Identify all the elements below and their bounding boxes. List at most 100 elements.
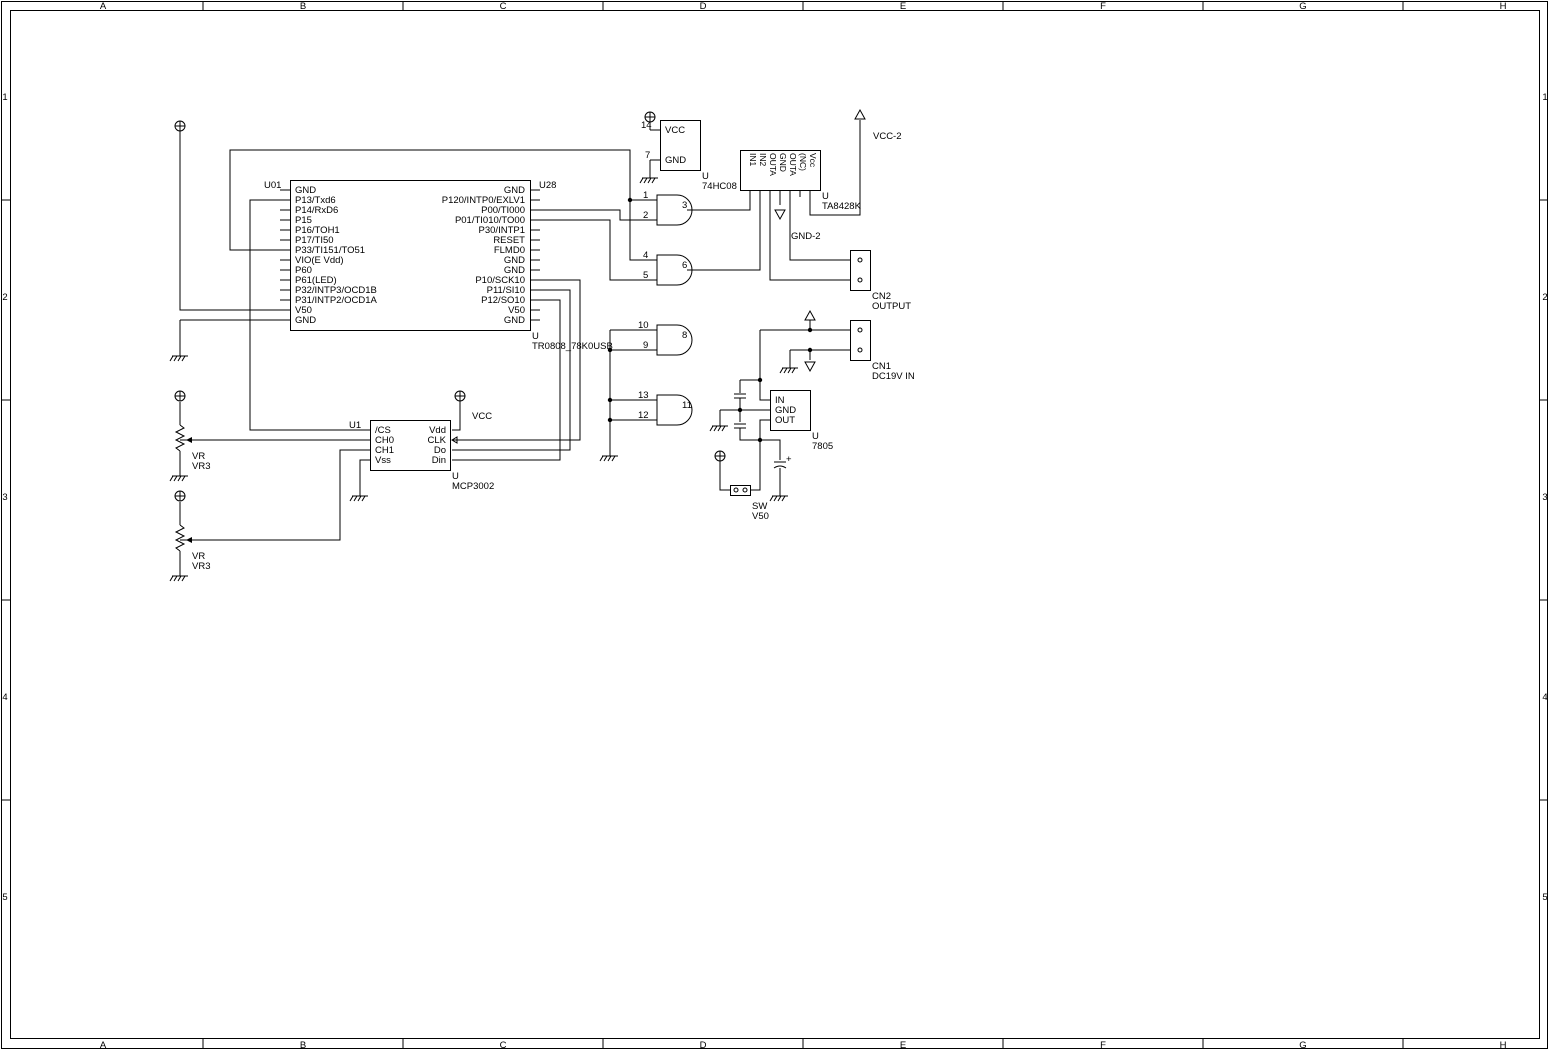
mcu-pin-label: P60 [295,265,312,276]
mcu-pin-label: P31/INTP2/OCD1A [295,295,377,306]
wire [530,219,657,281]
gate-pin-8: 8 [682,330,687,341]
gate-pin-3: 3 [682,200,687,211]
switch-sw[interactable]: SW V50 [730,485,769,523]
reg-pin-gnd: GND [775,405,796,416]
mcu-pin-label: P13/Txd6 [295,195,336,206]
adc-pin-label: CH0 [375,435,394,446]
mcu-part-value: TR0808_78K0USB [532,341,613,352]
adc-vcc-label: VCC [472,411,492,422]
frame-row-left: 1 [2,92,7,103]
sw-ref: SW [752,501,767,512]
wire [687,190,751,211]
frame-col-top: G [1299,1,1306,12]
connector-cn1[interactable]: CN1 DC19V IN [850,320,915,383]
mcu-pin-label: P01/TI010/TO00 [455,215,525,226]
mcu-module[interactable]: U01 U28 U TR0808_78K0USB GNDP13/Txd6P14/… [264,180,613,352]
mcu-pin-label: GND [504,255,525,266]
frame-col-bottom: A [100,1040,107,1050]
ground-symbol [349,490,368,502]
wire [719,461,730,491]
reg-part-value: 7805 [812,441,833,452]
mcu-pin-label: P120/INTP0/EXLV1 [442,195,525,206]
wire [180,449,370,541]
mcu-pin-label: P61(LED) [295,275,337,286]
wire [750,419,770,491]
adc-pin-label: /CS [375,425,391,436]
signal-ground-symbol [714,450,726,462]
signal-ground-symbol [454,390,466,402]
connector-cn2[interactable]: CN2 OUTPUT [850,250,912,313]
wire [530,209,657,221]
junction-dot [757,377,763,383]
pot-wiper [186,437,192,443]
driver-pin-label: OUTA [788,153,798,176]
gates-part-ref: U [702,171,709,182]
ground-symbol [169,570,188,582]
cn1-ref: CN1 [872,361,891,372]
adc-pin-label: Do [434,445,446,456]
junction-dot [607,417,613,423]
gate-power-vcc: VCC [665,125,685,136]
frame-col-bottom: F [1100,1040,1106,1050]
mcu-pin-label: GND [504,185,525,196]
driver-pin-label: GND [778,153,788,172]
adc-pin-label: CH1 [375,445,394,456]
sw-value: V50 [752,511,769,522]
wire [452,289,571,451]
mcu-pin-label: V50 [508,305,525,316]
pot2-value: VR3 [192,561,210,572]
mcu-pin-label: FLMD0 [494,245,525,256]
regulator-7805[interactable]: IN GND OUT U 7805 [770,390,834,453]
frame-col-bottom: B [300,1040,306,1050]
wire [809,120,861,216]
wire [760,439,781,460]
mcu-part-ref: U [532,331,539,342]
gate-pin-11: 11 [682,400,692,411]
frame-row-right: 2 [1542,292,1547,303]
cn2-value: OUTPUT [872,301,911,312]
mcu-pin-label: VIO(E Vdd) [295,255,344,266]
adc-ref: U1 [349,420,361,431]
gate-pin-9: 9 [643,340,648,351]
gate-power-block[interactable]: VCC GND 14 7 U 74HC08 [641,120,737,192]
gate-pin-1: 1 [643,190,648,201]
pot-body [174,524,186,552]
gate-pin-10: 10 [638,320,649,331]
driver-pin-label: IN2 [758,153,768,167]
ground-arrow-symbol [774,209,786,221]
wire [179,130,290,311]
mcu-pin-label: P30/INTP1 [479,225,525,236]
frame-col-bottom: C [500,1040,507,1050]
cap-polarity: + [786,454,792,465]
driver-gnd-label: GND-2 [791,231,821,242]
frame-row-right: 1 [1542,92,1547,103]
mcu-pin-label: V50 [295,305,312,316]
mcu-pin-label: P33/TI151/TO51 [295,245,365,256]
ground-symbol [639,172,658,184]
wire [452,299,561,461]
gate-pin-numbers: 1 2 3 4 5 6 10 9 8 13 12 11 [638,190,692,421]
signal-ground-symbol [174,490,186,502]
frame-col-top: C [500,1,507,12]
gate-pin-5: 5 [643,270,648,281]
gate-power-pin7: 7 [645,150,650,161]
frame-col-top: F [1100,1,1106,12]
wire [809,320,850,331]
driver-vcc-label: VCC-2 [873,131,902,142]
gates-part-value: 74HC08 [702,181,737,192]
adc-pin-label: Din [432,455,446,466]
mcu-pin-label: P32/INTP3/OCD1B [295,285,377,296]
adc-pin-label: Vdd [429,425,446,436]
ground-symbol [709,420,728,432]
adc-part-ref: U [452,471,459,482]
wire [452,279,581,441]
reg-part-ref: U [812,431,819,442]
driver-pin-label: Vcc [808,153,818,168]
wire [720,409,741,422]
reg-pin-in: IN [775,395,785,406]
